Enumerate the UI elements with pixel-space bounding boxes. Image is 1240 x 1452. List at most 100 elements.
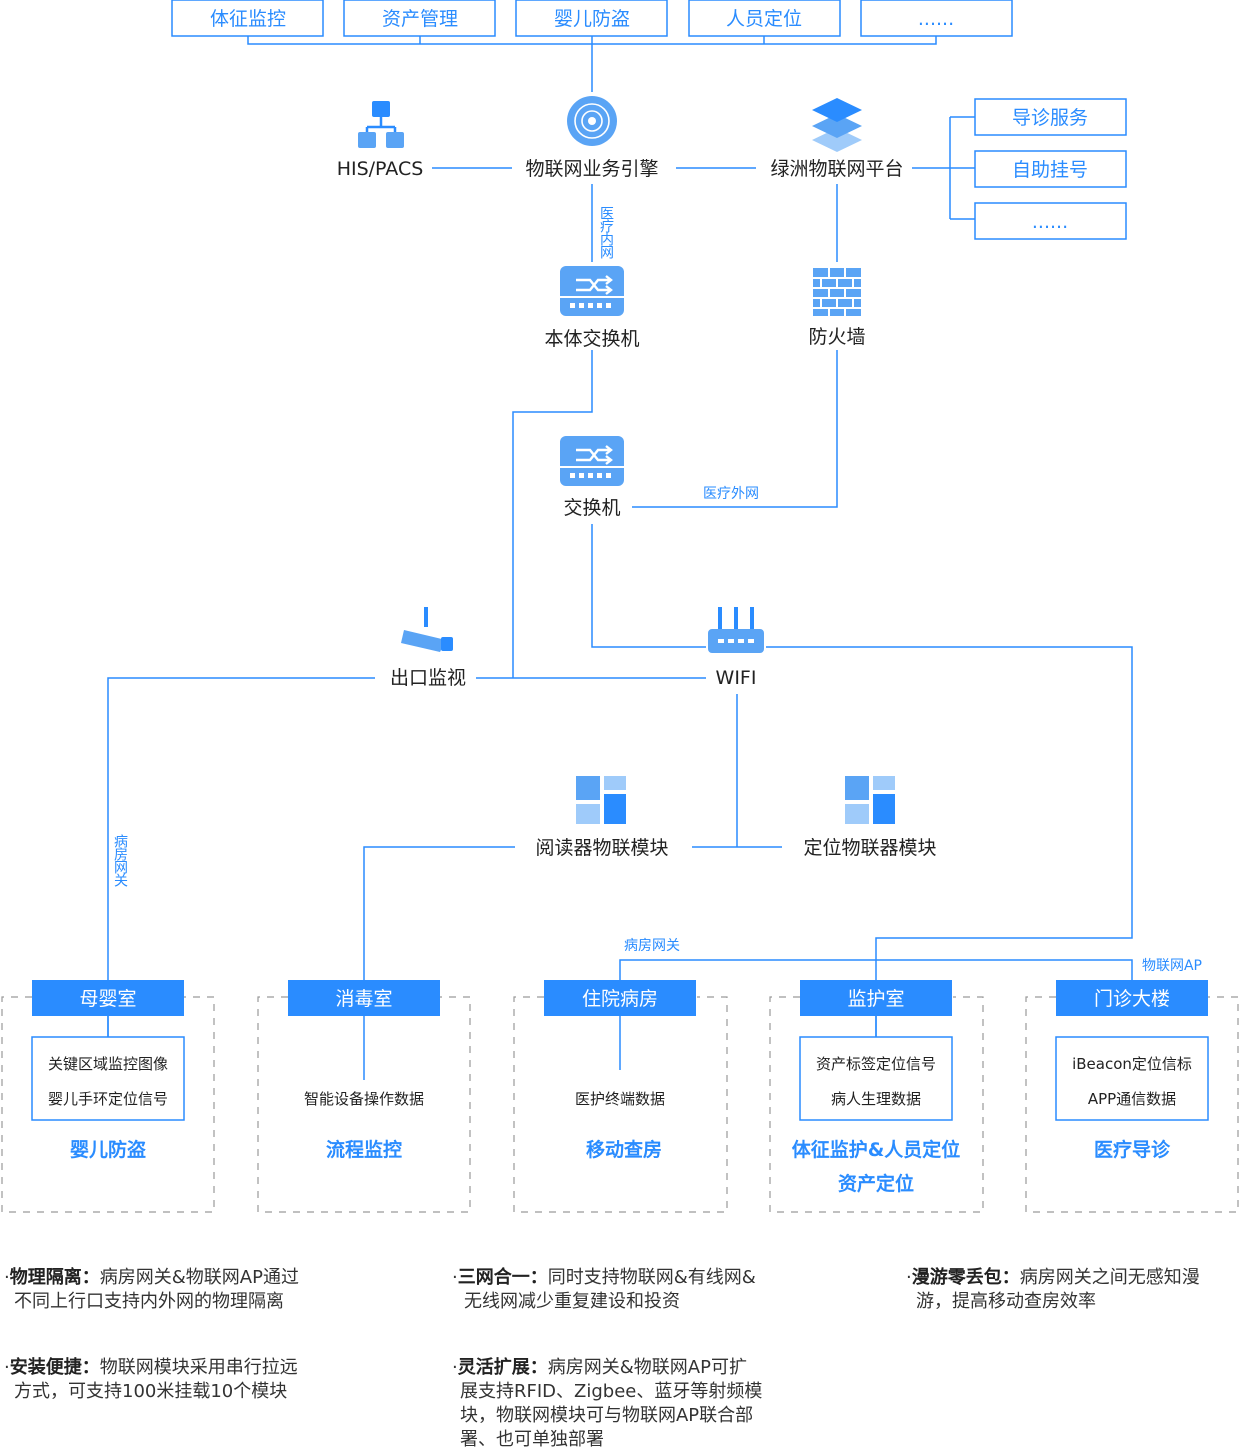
service-label: 导诊服务 xyxy=(1012,107,1088,129)
export-monitor-label: 出口监视 xyxy=(390,667,466,689)
service-more[interactable]: ...... xyxy=(974,202,1127,240)
connector-lines-front xyxy=(107,1016,877,1037)
service-label: ...... xyxy=(1032,211,1068,233)
module-icon xyxy=(845,776,895,824)
service-guide[interactable]: 导诊服务 xyxy=(974,98,1127,136)
note-line: 展支持RFID、Zigbee、蓝牙等射频模 xyxy=(460,1381,763,1402)
main-switch-label: 本体交换机 xyxy=(544,328,639,350)
service-register[interactable]: 自助挂号 xyxy=(974,150,1127,188)
top-box-label: 婴儿防盗 xyxy=(554,8,630,30)
camera-icon xyxy=(401,607,453,652)
ward-gateway-label: 病房网关 xyxy=(624,938,680,954)
zone-header-label: 住院病房 xyxy=(582,988,658,1010)
top-box-label: ...... xyxy=(918,8,954,30)
zone-detail: 医护终端数据 xyxy=(575,1090,665,1108)
zone-header-label: 门诊大楼 xyxy=(1094,988,1170,1010)
note-line: 病房网关&物联网AP可扩 xyxy=(547,1357,747,1378)
engine-label: 物联网业务引擎 xyxy=(525,158,658,180)
top-box-infant[interactable]: 婴儿防盗 xyxy=(515,0,668,37)
module-icon xyxy=(576,776,626,824)
note-title: 漫游零丢包： xyxy=(911,1267,1020,1288)
service-label: 自助挂号 xyxy=(1012,159,1088,181)
zone-title: 资产定位 xyxy=(838,1172,914,1195)
zone-header-label: 母婴室 xyxy=(79,988,136,1010)
note-title: 灵活扩展： xyxy=(457,1357,548,1378)
note-physical-isolation: ·物理隔离：病房网关&物联网AP通过 不同上行口支持内外网的物理隔离 xyxy=(4,1266,364,1314)
top-box-label: 体征监控 xyxy=(210,8,286,30)
disc-icon xyxy=(567,96,617,146)
note-line: 游，提高移动查房效率 xyxy=(916,1291,1096,1312)
note-line: 方式，可支持100米挂载10个模块 xyxy=(14,1381,288,1402)
top-box-asset[interactable]: 资产管理 xyxy=(343,0,496,37)
line-labels: 医疗内网 医疗外网 病房网关 病房网关 物联网AP xyxy=(112,206,1202,974)
switch-icon xyxy=(560,436,624,486)
note-line: 块，物联网模块可与物联网AP联合部 xyxy=(460,1405,754,1426)
zone-header[interactable] xyxy=(800,980,952,1016)
note-title: 安装便捷： xyxy=(9,1357,100,1378)
router-icon xyxy=(708,607,764,653)
connector-lines xyxy=(107,36,1133,1080)
zone-detail: iBeacon定位信标 xyxy=(1072,1055,1192,1073)
node-labels: HIS/PACS 物联网业务引擎 绿洲物联网平台 本体交换机 防火墙 交换机 出… xyxy=(337,158,937,859)
zone-title: 流程监控 xyxy=(326,1138,402,1161)
top-row: 体征监控 资产管理 婴儿防盗 人员定位 ...... xyxy=(171,0,1013,37)
zone-maternity: 母婴室 关键区域监控图像 婴儿手环定位信号 婴儿防盗 xyxy=(31,980,185,1161)
zone-frames xyxy=(1,996,1239,1213)
feature-notes: ·物理隔离：病房网关&物联网AP通过 不同上行口支持内外网的物理隔离 ·三网合一… xyxy=(0,1262,1240,1451)
zone-detail: 智能设备操作数据 xyxy=(304,1090,424,1108)
zone-header[interactable] xyxy=(544,980,696,1016)
wifi-label: WIFI xyxy=(716,667,757,689)
zone-header[interactable] xyxy=(288,980,440,1016)
top-box-vital[interactable]: 体征监控 xyxy=(171,0,324,37)
zone-title: 移动查房 xyxy=(586,1138,662,1161)
sitemap-icon xyxy=(358,101,404,148)
zone-detail: APP通信数据 xyxy=(1088,1090,1176,1108)
note-line: 署、也可单独部署 xyxy=(460,1429,604,1450)
layers-icon xyxy=(812,98,862,152)
zone-title: 婴儿防盗 xyxy=(70,1138,146,1161)
zone-monitoring: 监护室 资产标签定位信号 病人生理数据 体征监护&人员定位 资产定位 xyxy=(792,980,961,1195)
note-three-in-one: ·三网合一：同时支持物联网&有线网& 无线网减少重复建设和投资 xyxy=(452,1266,822,1314)
ward-gateway-vertical-label: 病房网关 xyxy=(112,834,128,887)
top-box-label: 资产管理 xyxy=(382,8,458,30)
note-easy-install: ·安装便捷：物联网模块采用串行拉远 方式，可支持100米挂载10个模块 xyxy=(4,1356,384,1404)
zone-header[interactable] xyxy=(32,980,184,1016)
note-line: 不同上行口支持内外网的物理隔离 xyxy=(14,1291,284,1312)
note-line: 病房网关&物联网AP通过 xyxy=(99,1267,299,1288)
service-boxes: 导诊服务 自助挂号 ...... xyxy=(974,98,1127,240)
external-net-label: 医疗外网 xyxy=(703,486,759,502)
zone-detail: 资产标签定位信号 xyxy=(816,1055,936,1073)
locator-module-label: 定位物联器模块 xyxy=(803,837,936,859)
switch-label: 交换机 xyxy=(563,497,620,519)
note-line: 无线网减少重复建设和投资 xyxy=(464,1291,680,1312)
his-label: HIS/PACS xyxy=(337,158,424,180)
note-title: 三网合一： xyxy=(457,1267,548,1288)
zone-detail: 病人生理数据 xyxy=(831,1090,921,1108)
zone-detail: 关键区域监控图像 xyxy=(48,1055,168,1073)
firewall-icon xyxy=(813,268,861,316)
zone-header[interactable] xyxy=(1056,980,1208,1016)
top-box-locate[interactable]: 人员定位 xyxy=(688,0,841,37)
zone-title: 体征监护&人员定位 xyxy=(792,1138,961,1161)
note-title: 物理隔离： xyxy=(9,1267,100,1288)
iot-ap-label: 物联网AP xyxy=(1142,958,1202,974)
zone-detail: 婴儿手环定位信号 xyxy=(48,1090,168,1108)
top-box-label: 人员定位 xyxy=(726,8,802,30)
zone-title: 医疗导诊 xyxy=(1094,1138,1171,1161)
note-roaming: ·漫游零丢包：病房网关之间无感知漫 游，提高移动查房效率 xyxy=(906,1266,1240,1314)
note-line: 病房网关之间无感知漫 xyxy=(1019,1267,1200,1288)
platform-label: 绿洲物联网平台 xyxy=(770,158,903,180)
internal-net-label: 医疗内网 xyxy=(598,206,614,260)
zone-disinfection: 消毒室 智能设备操作数据 流程监控 xyxy=(288,980,440,1161)
switch-icon xyxy=(560,266,624,316)
zone-inpatient: 住院病房 医护终端数据 移动查房 xyxy=(544,980,696,1161)
note-flexible-expansion: ·灵活扩展：病房网关&物联网AP可扩 展支持RFID、Zigbee、蓝牙等射频模… xyxy=(452,1356,832,1452)
reader-module-label: 阅读器物联模块 xyxy=(535,837,668,859)
top-box-more[interactable]: ...... xyxy=(860,0,1013,37)
note-line: 同时支持物联网&有线网& xyxy=(547,1267,756,1288)
firewall-label: 防火墙 xyxy=(808,326,865,348)
zone-header-label: 监护室 xyxy=(847,988,904,1010)
note-line: 物联网模块采用串行拉远 xyxy=(99,1357,298,1378)
zone-header-label: 消毒室 xyxy=(335,988,392,1010)
